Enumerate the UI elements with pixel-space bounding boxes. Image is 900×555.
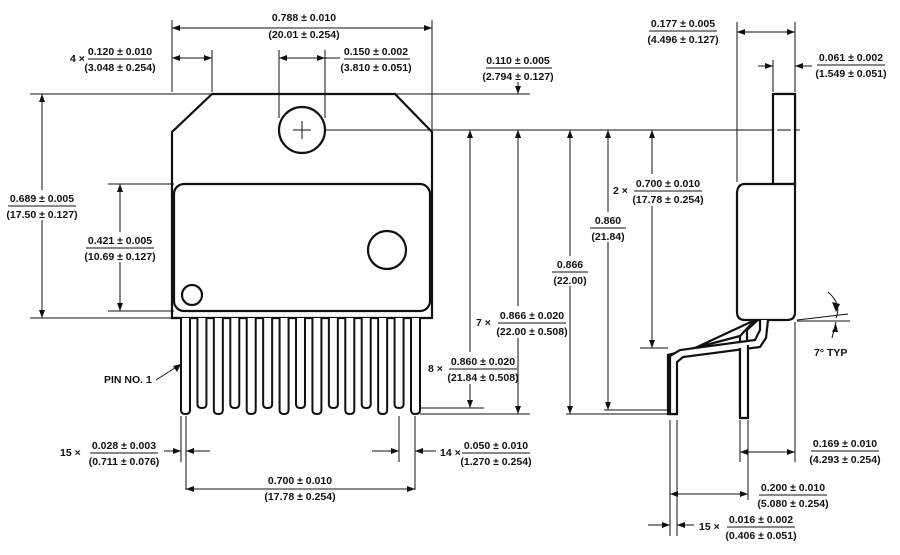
dim-body-height-in: 0.689 ± 0.005 xyxy=(10,193,74,205)
dim-hole-offset-mm: (2.794 ± 0.127) xyxy=(482,71,553,83)
dim-top-thick-in: 0.177 ± 0.005 xyxy=(651,18,715,30)
dim-pin-a-in: 0.866 ± 0.020 xyxy=(500,310,564,322)
dim-lead-spread-in: 0.200 ± 0.010 xyxy=(761,482,825,494)
pin-10 xyxy=(327,318,339,410)
pin-12 xyxy=(360,318,372,410)
dim-pin-b-mm: (21.84 ± 0.508) xyxy=(447,372,518,384)
dim-hole-offset-in: 0.110 ± 0.005 xyxy=(486,55,550,67)
dim-hole-mm: (3.810 ± 0.051) xyxy=(340,62,411,74)
dim-tab-thick-in: 0.061 ± 0.002 xyxy=(819,52,883,64)
dim-tab-thick-mm: (1.549 ± 0.051) xyxy=(815,68,886,80)
pin-11 xyxy=(344,318,356,416)
pin-7 xyxy=(278,318,290,416)
dim-lead-thick-in: 0.016 ± 0.002 xyxy=(729,514,793,526)
dim-top-thick-mm: (4.496 ± 0.127) xyxy=(647,34,718,46)
pin-3 xyxy=(212,318,224,416)
dim-pin-pitch-prefix: 14 × xyxy=(440,447,461,459)
dim-lead-offset-in: 0.169 ± 0.010 xyxy=(813,438,877,450)
dim-pin-width-mm: (0.711 ± 0.076) xyxy=(89,456,160,468)
dim-lead-spread-mm: (5.080 ± 0.254) xyxy=(757,498,828,510)
pin-4 xyxy=(229,318,241,410)
dim-body-height-mm: (17.50 ± 0.127) xyxy=(6,209,77,221)
dim-chamfer-mm: (3.048 ± 0.254) xyxy=(84,62,155,74)
pin-15 xyxy=(410,318,421,416)
heat-tab xyxy=(172,182,432,313)
dim-side-860-mm: (21.84) xyxy=(591,231,624,243)
pin-2 xyxy=(196,318,208,410)
dim-chamfer-prefix: 4 × xyxy=(70,53,85,65)
angle-label: 7° TYP xyxy=(814,347,847,359)
pin1-indicator-dot xyxy=(180,283,204,307)
side-view-profile xyxy=(668,92,797,420)
dim-pin-a-prefix: 7 × xyxy=(476,317,491,329)
pin-9 xyxy=(311,318,323,416)
dim-pin-a-mm: (22.00 ± 0.508) xyxy=(496,326,567,338)
dim-pin-span-mm: (17.78 ± 0.254) xyxy=(264,491,335,503)
dim-overall-width-in: 0.788 ± 0.010 xyxy=(272,12,336,24)
pin-row xyxy=(180,318,421,416)
dim-overall-width-mm: (20.01 ± 0.254) xyxy=(268,29,339,41)
pin-1 xyxy=(180,318,191,416)
dim-lead-offset-mm: (4.293 ± 0.254) xyxy=(809,454,880,466)
dim-side-700-mm: (17.78 ± 0.254) xyxy=(632,194,703,206)
dim-pin-width-in: 0.028 ± 0.003 xyxy=(92,440,156,452)
pin-6 xyxy=(262,318,274,410)
mounting-hole xyxy=(277,105,327,155)
dim-pin-span-in: 0.700 ± 0.010 xyxy=(268,475,332,487)
dim-side-700-prefix: 2 × xyxy=(613,185,628,197)
dim-side-700-in: 0.700 ± 0.010 xyxy=(636,178,700,190)
dim-lead-thick-prefix: 15 × xyxy=(699,521,720,533)
dim-hole-in: 0.150 ± 0.002 xyxy=(344,46,408,58)
pin-8 xyxy=(295,318,306,410)
dim-pin-pitch-mm: (1.270 ± 0.254) xyxy=(460,456,531,468)
dim-chamfer-in: 0.120 ± 0.010 xyxy=(88,46,152,58)
dim-tab-height-in: 0.421 ± 0.005 xyxy=(88,235,152,247)
pin-14 xyxy=(393,318,405,410)
dim-side-860-in: 0.860 xyxy=(595,215,621,227)
dim-lead-thick-mm: (0.406 ± 0.051) xyxy=(725,530,796,542)
pin-13 xyxy=(377,318,389,416)
ejector-mark-large xyxy=(366,229,408,271)
dim-tab-height-mm: (10.69 ± 0.127) xyxy=(84,251,155,263)
dim-pin-b-prefix: 8 × xyxy=(428,363,443,375)
dim-side-866-in: 0.866 xyxy=(557,259,583,271)
dim-pin-width-prefix: 15 × xyxy=(60,447,81,459)
pin-5 xyxy=(245,318,257,416)
pin1-label: PIN NO. 1 xyxy=(104,374,152,386)
dim-pin-pitch-in: 0.050 ± 0.010 xyxy=(464,440,528,452)
dim-pin-b-in: 0.860 ± 0.020 xyxy=(451,356,515,368)
dim-side-866-mm: (22.00) xyxy=(553,275,586,287)
